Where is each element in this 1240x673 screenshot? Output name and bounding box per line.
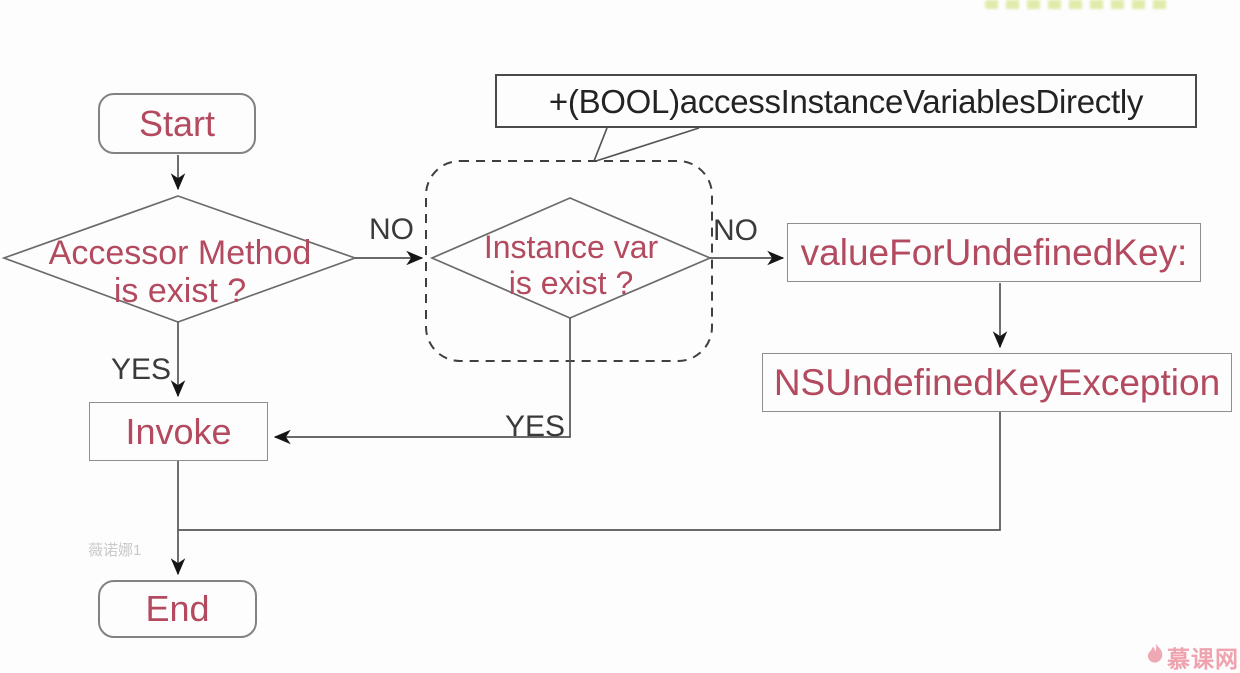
callout-tail-right-line: [595, 127, 700, 162]
accessor-method-diamond-text: Accessor Method is exist ?: [30, 234, 330, 310]
edge-label-instance-no: NO: [713, 214, 758, 247]
line-exception-to-end-junction: [178, 412, 1001, 531]
edge-label-instance-yes: YES: [505, 410, 566, 443]
callout-box: +(BOOL)accessInstanceVariablesDirectly: [495, 74, 1197, 128]
dashed-group-border: [425, 160, 713, 362]
edge-label-accessor-no: NO: [369, 213, 414, 246]
start-node-label: Start: [138, 102, 216, 144]
accessor-method-line2: is exist ?: [113, 272, 247, 310]
start-node: Start: [98, 93, 256, 154]
nsundefinedkeyexception-label: NSUndefinedKeyException: [773, 361, 1221, 403]
user-watermark: 薇诺娜1: [88, 542, 142, 559]
edge-label-accessor-yes: YES: [111, 353, 172, 386]
valueforundefinedkey-node: valueForUndefinedKey:: [787, 223, 1201, 282]
nsundefinedkeyexception-node: NSUndefinedKeyException: [762, 353, 1232, 412]
brand-watermark: 慕课网: [1146, 642, 1239, 671]
callout-label: +(BOOL)accessInstanceVariablesDirectly: [548, 82, 1144, 120]
instance-var-line2: is exist ?: [508, 265, 634, 301]
brand-watermark-text: 慕课网: [1167, 646, 1239, 672]
end-node: End: [98, 580, 257, 638]
top-watermark: [985, 0, 1170, 9]
valueforundefinedkey-label: valueForUndefinedKey:: [800, 231, 1188, 273]
callout-tail-left-line: [593, 127, 608, 162]
flame-icon: [1146, 642, 1163, 671]
invoke-node: Invoke: [89, 402, 268, 461]
end-node-label: End: [145, 588, 210, 629]
invoke-node-label: Invoke: [125, 410, 232, 452]
instance-var-line1: Instance var: [483, 229, 659, 265]
instance-var-diamond-text: Instance var is exist ?: [446, 229, 696, 301]
arrow-instance-yes-to-invoke: [273, 318, 571, 445]
accessor-method-line1: Accessor Method: [48, 234, 312, 272]
